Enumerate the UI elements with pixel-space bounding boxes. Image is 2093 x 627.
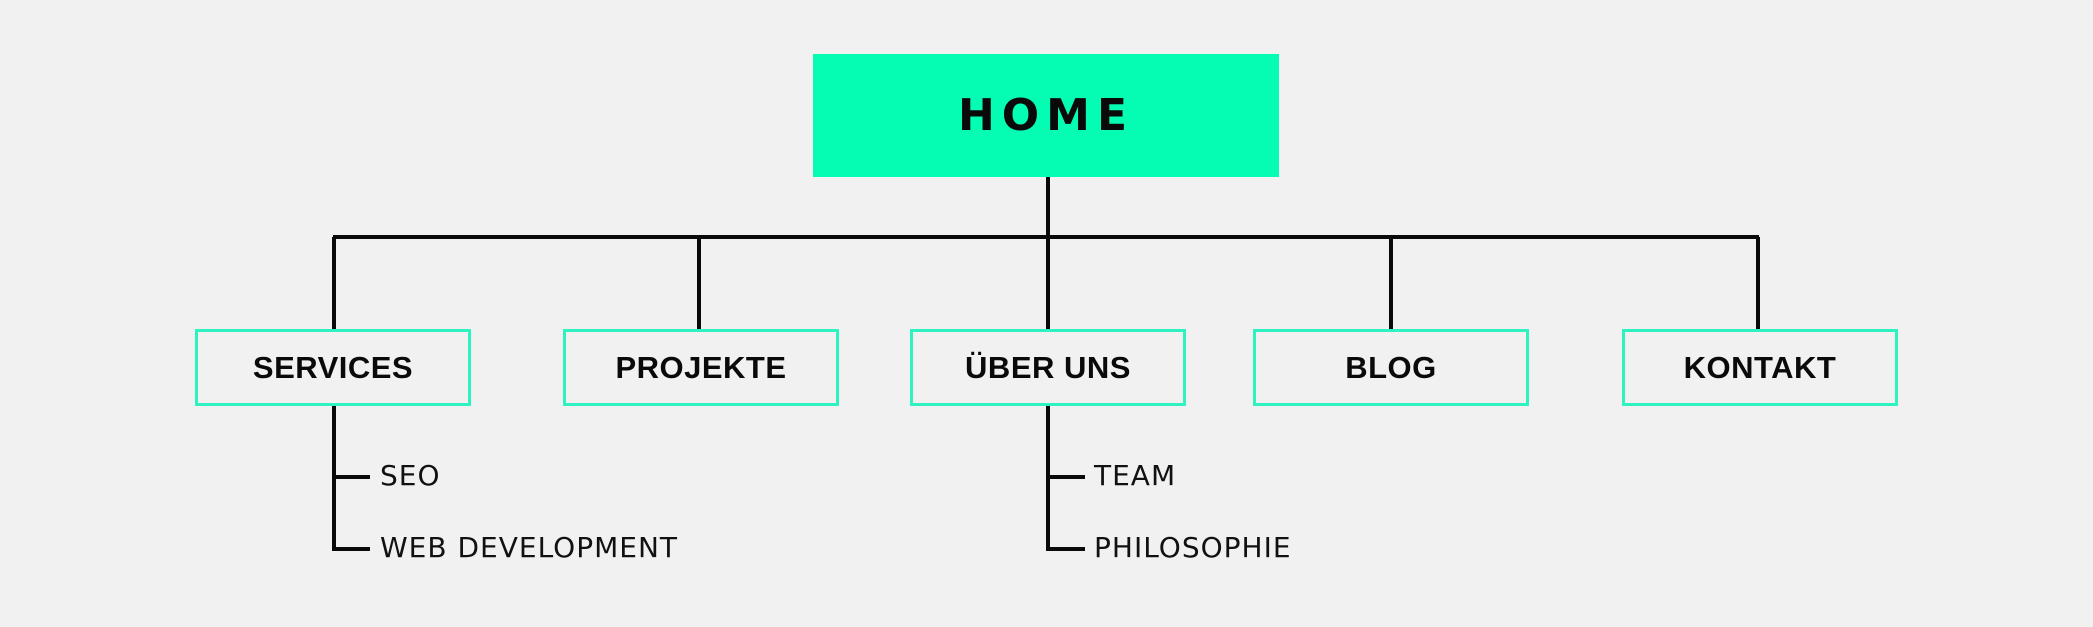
blog-node[interactable]: BLOG <box>1253 329 1529 406</box>
blog-label: BLOG <box>1345 349 1437 385</box>
home-node[interactable]: HOME <box>813 54 1279 177</box>
projekte-node[interactable]: PROJEKTE <box>563 329 839 406</box>
services-label: SERVICES <box>252 349 414 385</box>
projekte-label: PROJEKTE <box>615 349 787 385</box>
ueber-uns-subitem-philosophie[interactable]: PHILOSOPHIE <box>1094 531 1292 564</box>
ueber-uns-label: ÜBER UNS <box>965 349 1131 385</box>
home-label: HOME <box>957 90 1135 141</box>
kontakt-node[interactable]: KONTAKT <box>1622 329 1898 406</box>
services-subitem-web-development[interactable]: WEB DEVELOPMENT <box>380 531 679 564</box>
ueber-uns-subitem-team[interactable]: TEAM <box>1094 459 1177 492</box>
services-node[interactable]: SERVICES <box>195 329 471 406</box>
ueber-uns-node[interactable]: ÜBER UNS <box>910 329 1186 406</box>
kontakt-label: KONTAKT <box>1683 349 1837 385</box>
services-subitem-seo[interactable]: SEO <box>380 459 441 492</box>
